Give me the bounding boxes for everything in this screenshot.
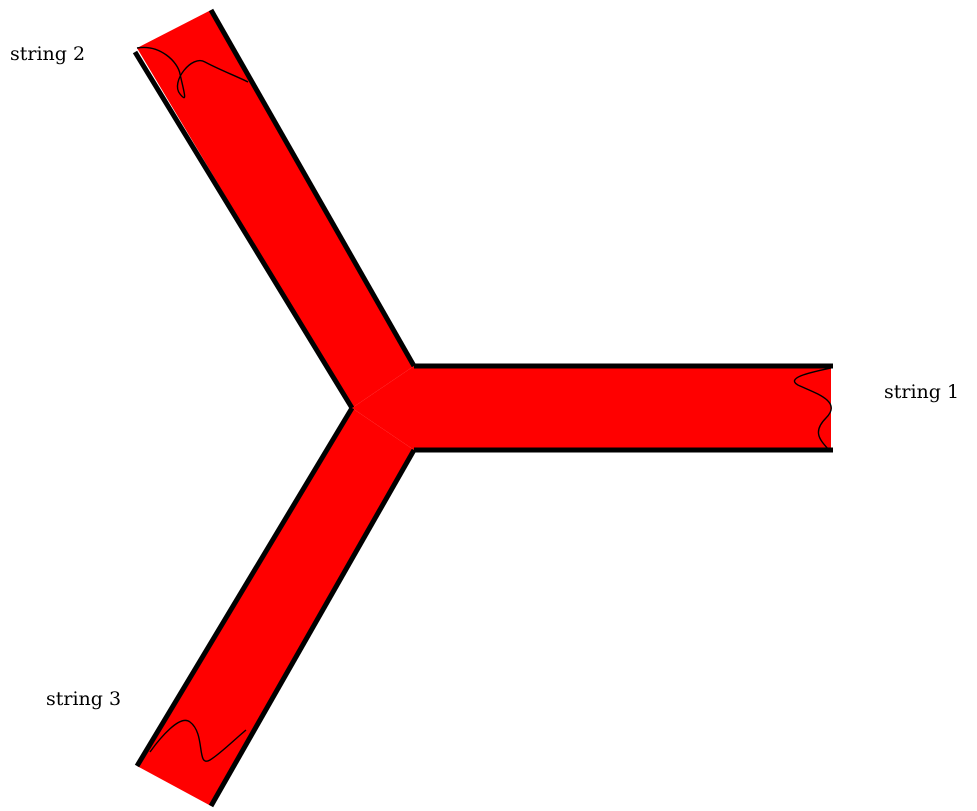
string-1-label: string 1 — [884, 381, 959, 403]
string-3-label: string 3 — [46, 688, 121, 710]
string-2-label: string 2 — [10, 43, 85, 65]
string-3-strip — [137, 408, 414, 806]
string-1-strip — [414, 366, 831, 450]
